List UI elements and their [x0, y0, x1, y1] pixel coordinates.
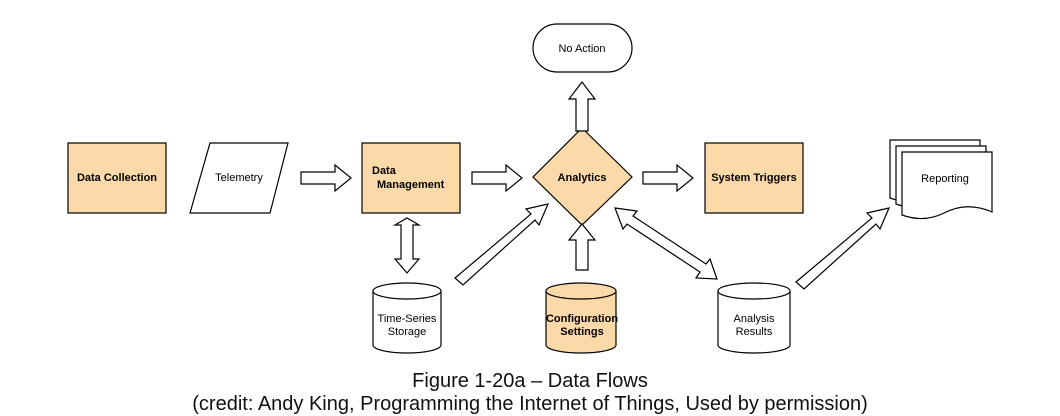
arrow-time-series-to-analytics	[454, 203, 550, 286]
figure-caption-title: Figure 1-20a – Data Flows	[412, 370, 648, 392]
node-system-triggers: System Triggers	[704, 142, 804, 214]
node-analytics-label: Analytics	[558, 172, 607, 184]
node-data-management-label-line1: Data	[372, 165, 397, 177]
node-telemetry-label: Telemetry	[215, 172, 263, 184]
arrow-analytics-to-system-triggers	[642, 163, 694, 193]
figure-caption-credit: (credit: Andy King, Programming the Inte…	[192, 393, 868, 415]
arrow-analysis-results-to-reporting	[795, 207, 891, 290]
node-time-series-storage: Time-Series Storage	[372, 282, 442, 354]
arrow-telemetry-to-data-management	[300, 163, 352, 193]
node-time-series-storage-label-line1: Time-Series	[378, 313, 437, 325]
arrow-analytics-analysis-results	[614, 207, 718, 280]
node-configuration-settings-label-line1: Configuration	[546, 313, 618, 325]
node-telemetry: Telemetry	[189, 142, 289, 214]
node-analysis-results-label-line1: Analysis	[734, 313, 775, 325]
data-flow-diagram: No Action Data Collection Telemetry Data…	[67, 23, 993, 354]
node-reporting: Reporting	[889, 139, 993, 220]
node-no-action-label: No Action	[558, 43, 605, 55]
node-data-collection: Data Collection	[67, 142, 167, 214]
node-no-action: No Action	[532, 23, 633, 73]
node-analytics: Analytics	[532, 127, 633, 226]
node-time-series-storage-label-line2: Storage	[388, 326, 427, 338]
node-analysis-results: Analysis Results	[717, 282, 791, 354]
node-system-triggers-label: System Triggers	[711, 172, 797, 184]
arrow-analytics-to-no-action	[567, 81, 597, 132]
node-analysis-results-label-line2: Results	[736, 326, 773, 338]
node-configuration-settings: Configuration Settings	[545, 282, 618, 354]
node-data-collection-label: Data Collection	[77, 172, 157, 184]
node-configuration-settings-label-line2: Settings	[560, 326, 603, 338]
node-data-management-label-line2: Management	[377, 179, 445, 191]
arrow-data-management-time-series-storage	[392, 217, 422, 274]
node-data-management: Data Management	[361, 142, 461, 214]
arrow-configuration-to-analytics	[567, 223, 597, 271]
arrow-data-management-to-analytics	[471, 163, 523, 193]
node-reporting-label: Reporting	[921, 173, 969, 185]
